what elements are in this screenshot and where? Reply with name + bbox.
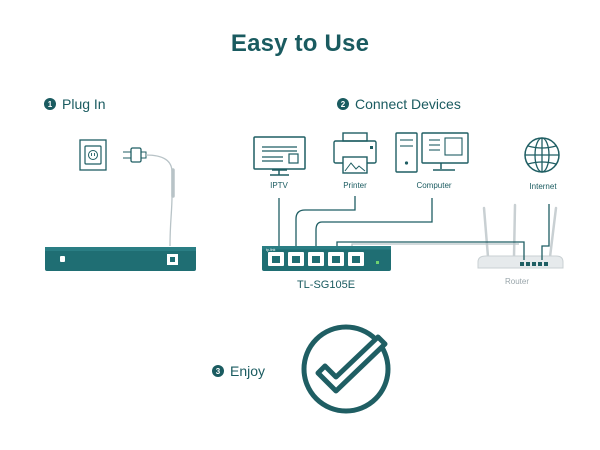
switch-icon: tp-link [262, 246, 391, 271]
router-icon [477, 203, 564, 269]
page-title: Easy to Use [230, 30, 370, 57]
computer-label: Computer [416, 181, 452, 190]
tv-icon [253, 136, 306, 176]
cable-printer [295, 196, 356, 252]
power-cable [145, 154, 173, 247]
step-number-1: 1 [44, 98, 56, 110]
internet-label: Internet [529, 182, 557, 191]
wall-outlet-icon [79, 139, 107, 171]
iptv-label: IPTV [270, 181, 288, 190]
printer-label: Printer [343, 181, 367, 190]
cable-iptv [276, 198, 280, 253]
switch-model-label: TL-SG105E [296, 279, 356, 291]
step-number-3: 3 [212, 365, 224, 377]
step-connect-devices: 2 Connect Devices [337, 96, 461, 112]
checkmark-circle-icon [301, 324, 391, 414]
printer-icon [333, 132, 377, 174]
globe-icon [524, 137, 560, 173]
cable-computer [315, 198, 433, 252]
router-label: Router [504, 277, 529, 286]
computer-icon [395, 132, 469, 173]
step-label-plug-in: Plug In [62, 96, 106, 112]
cable-internet [541, 204, 550, 260]
switch-rear-icon [45, 247, 196, 271]
switch-brand-logo: tp-link [266, 248, 276, 252]
step-number-2: 2 [337, 98, 349, 110]
step-label-enjoy: Enjoy [230, 363, 266, 379]
step-label-connect-devices: Connect Devices [355, 96, 461, 112]
step-plug-in: 1 Plug In [44, 96, 106, 112]
power-plug-icon [123, 147, 175, 247]
step-enjoy: 3 Enjoy [212, 363, 265, 379]
